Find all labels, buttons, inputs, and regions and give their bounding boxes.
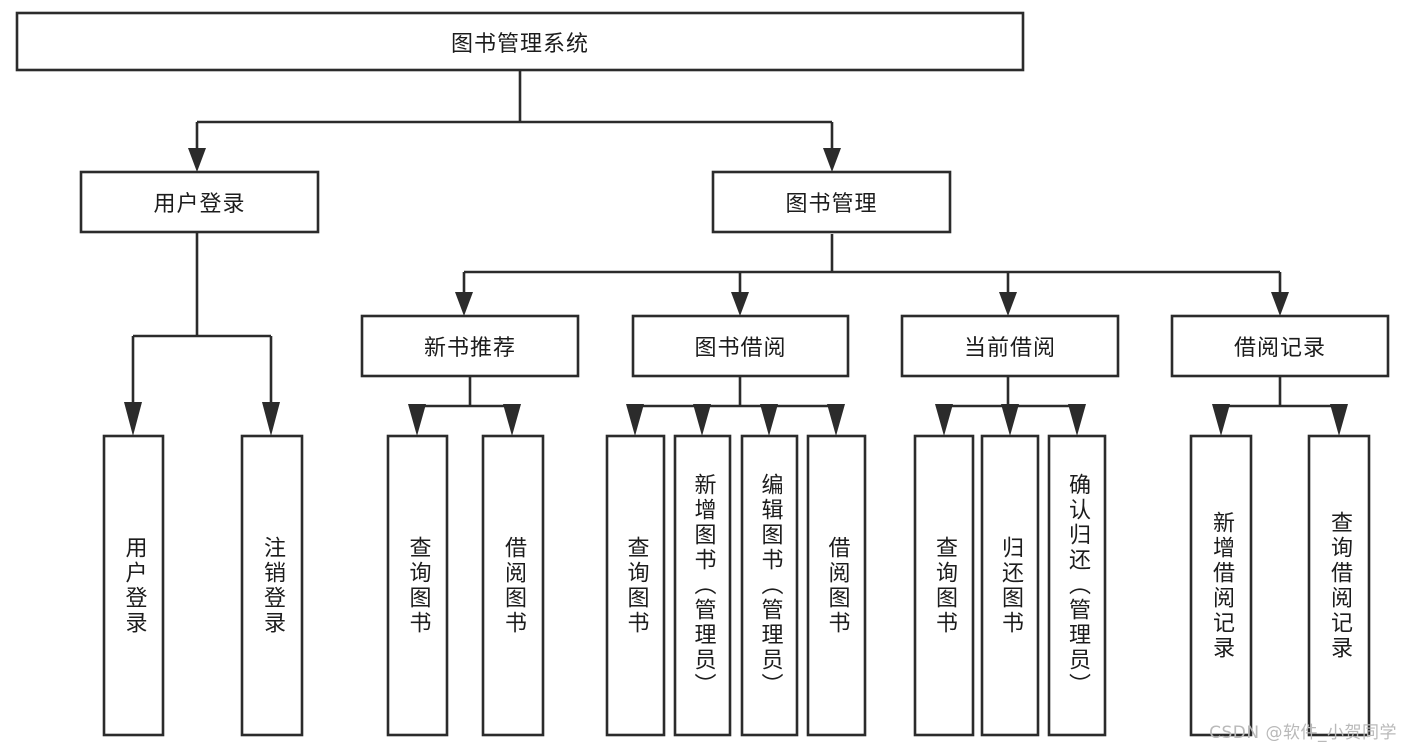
node-box-group [15,11,1390,737]
node-leaf-borrow-book-1[interactable] [481,434,545,737]
arrowhead-leaf-query-book-3 [935,404,953,436]
arrowhead-leaf-edit-book [760,404,778,436]
arrowhead-leaf-user-login [124,402,142,436]
arrowhead-book-borrow [731,292,749,316]
node-leaf-user-login[interactable] [102,434,165,737]
connector-group [124,70,1348,436]
arrowhead-leaf-borrow-book-1 [503,404,521,436]
node-book-manage[interactable] [711,170,952,234]
node-leaf-query-record[interactable] [1307,434,1371,737]
node-new-book-recommend[interactable] [360,314,580,378]
node-leaf-confirm-return[interactable] [1047,434,1107,737]
arrowhead-leaf-borrow-book-2 [827,404,845,436]
node-leaf-query-book-3[interactable] [913,434,975,737]
arrowhead-user-login [188,148,206,172]
node-leaf-return-book[interactable] [980,434,1040,737]
arrowhead-book-manage [823,148,841,172]
csdn-watermark: CSDN @软件_小贺同学 [1209,723,1397,743]
arrowhead-current-borrow [999,292,1017,316]
node-borrow-record[interactable] [1170,314,1390,378]
arrowhead-leaf-add-book [693,404,711,436]
node-leaf-query-book-2[interactable] [605,434,666,737]
arrowhead-leaf-user-logout [262,402,280,436]
node-current-borrow[interactable] [900,314,1120,378]
arrowhead-new-book [455,292,473,316]
arrowhead-leaf-add-record [1212,404,1230,436]
arrowhead-borrow-record [1271,292,1289,316]
node-leaf-add-book[interactable] [673,434,732,737]
arrowhead-leaf-confirm-return [1068,404,1086,436]
arrowhead-leaf-return-book [1001,404,1019,436]
arrowhead-leaf-query-book-2 [626,404,644,436]
node-leaf-user-logout[interactable] [240,434,304,737]
node-root[interactable] [15,11,1025,72]
arrowhead-leaf-query-record [1330,404,1348,436]
node-book-borrow[interactable] [631,314,850,378]
node-leaf-query-book-1[interactable] [386,434,449,737]
node-leaf-borrow-book-2[interactable] [806,434,867,737]
node-user-login[interactable] [79,170,320,234]
arrowhead-leaf-query-book-1 [408,404,426,436]
node-leaf-edit-book[interactable] [740,434,799,737]
node-leaf-add-record[interactable] [1189,434,1253,737]
